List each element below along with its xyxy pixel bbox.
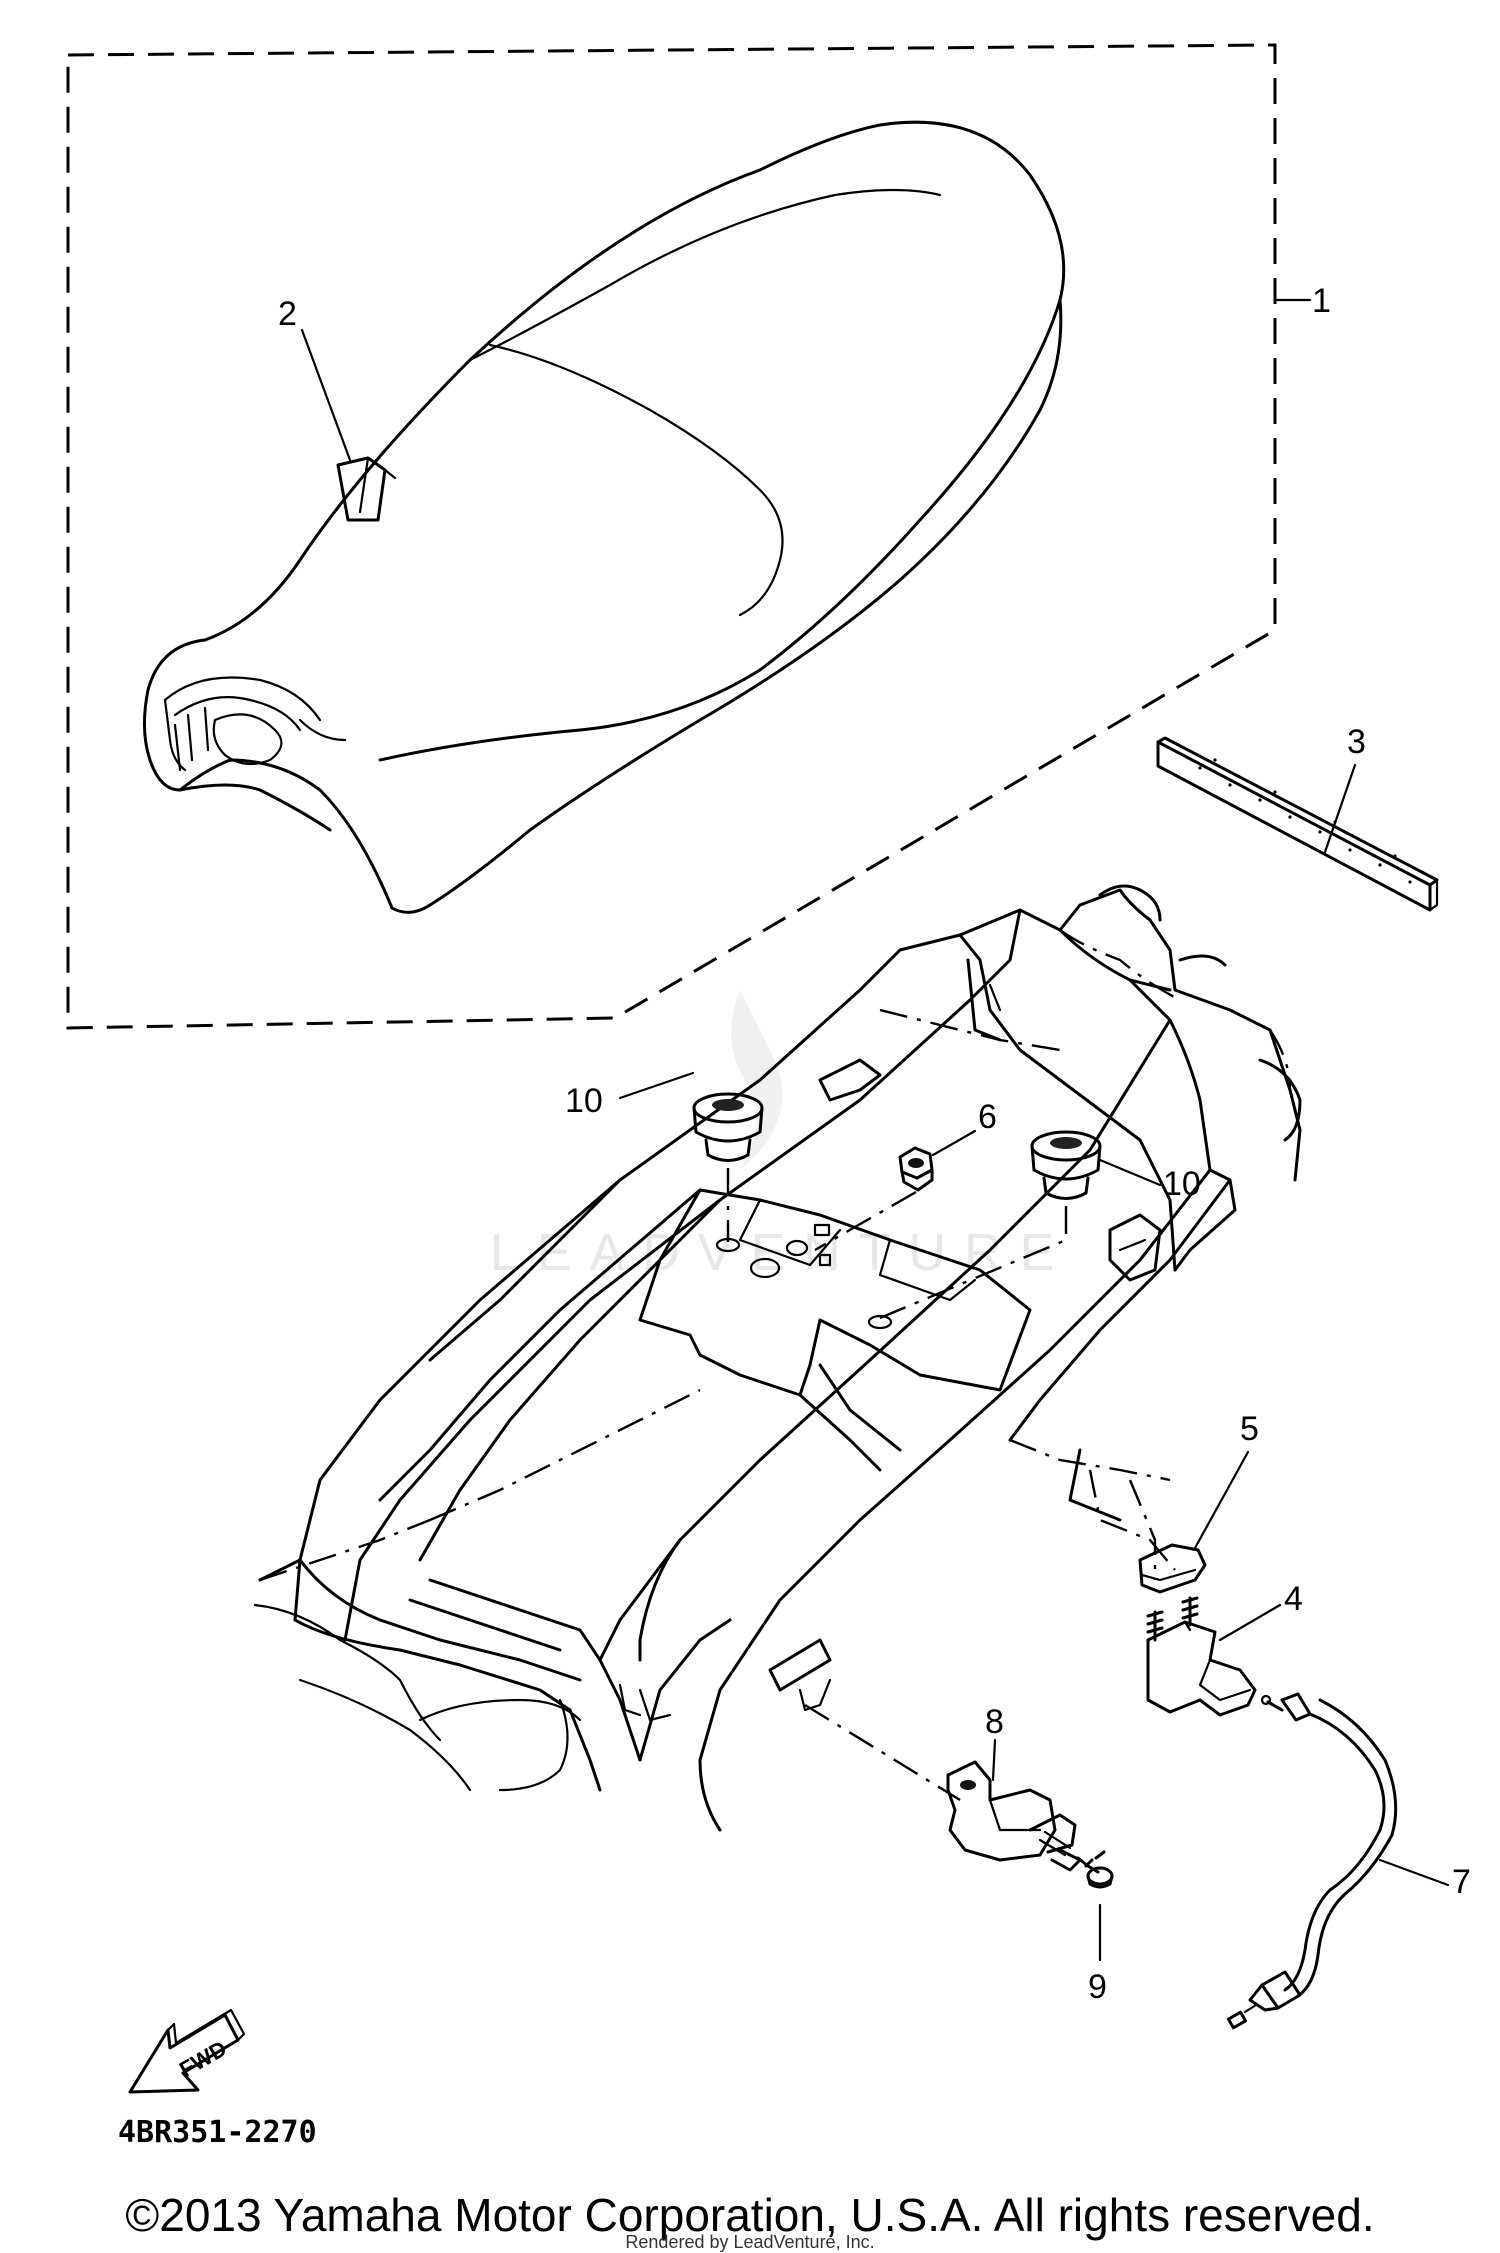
diagram-code: 4BR351-2270: [118, 2115, 317, 2150]
callout-6: 6: [978, 1098, 997, 1136]
nut: [898, 1146, 934, 1192]
damper-right: [1030, 1130, 1102, 1200]
frame-cutline-2: [1088, 1469, 1176, 1571]
seat-lock-cable: [1226, 1692, 1398, 2030]
seat-strap: [336, 456, 387, 522]
assembly-boundary: [66, 43, 1277, 1030]
callout-5: 5: [1240, 1410, 1259, 1448]
assembly-line-5: [1128, 1479, 1157, 1580]
callout-2: 2: [278, 295, 297, 333]
seat: [142, 120, 1066, 914]
fwd-label: FWD: [175, 2036, 231, 2083]
assembly-line-6: [814, 1190, 917, 1252]
callout-10-left: 10: [565, 1082, 603, 1120]
assembly-line-10b: [879, 1206, 1068, 1320]
seat-lock: [1146, 1596, 1272, 1717]
lock-plate: [1138, 1543, 1207, 1594]
key-cylinder: [946, 1760, 1082, 1872]
watermark-text: LEADVENTURE: [490, 1224, 1072, 1282]
callout-7: 7: [1452, 1863, 1471, 1901]
callout-10-right: 10: [1163, 1165, 1201, 1203]
foam-strip: [1156, 736, 1439, 912]
callout-4: 4: [1284, 1580, 1303, 1618]
mount-hole: [715, 1237, 741, 1253]
callout-3: 3: [1347, 723, 1366, 761]
callout-9: 9: [1088, 1968, 1107, 2006]
callout-8: 8: [985, 1703, 1004, 1741]
damper-left: [692, 1092, 764, 1162]
watermark: LEADVENTURE: [490, 990, 1072, 1282]
rear-frame: [253, 884, 1302, 1832]
assembly-line-8: [804, 1703, 961, 1802]
frame-cutline: [429, 1388, 701, 1522]
rendered-by-notice: Rendered by LeadVenture, Inc.: [625, 2232, 875, 2252]
copyright-notice: ©2013 Yamaha Motor Corporation, U.S.A. A…: [125, 2189, 1375, 2241]
mount-hole: [867, 1314, 893, 1330]
callout-1: 1: [1312, 282, 1331, 320]
forward-arrow-icon: FWD: [128, 2008, 246, 2094]
leader-lines: [300, 298, 1450, 1962]
screw: [1076, 1850, 1114, 1889]
